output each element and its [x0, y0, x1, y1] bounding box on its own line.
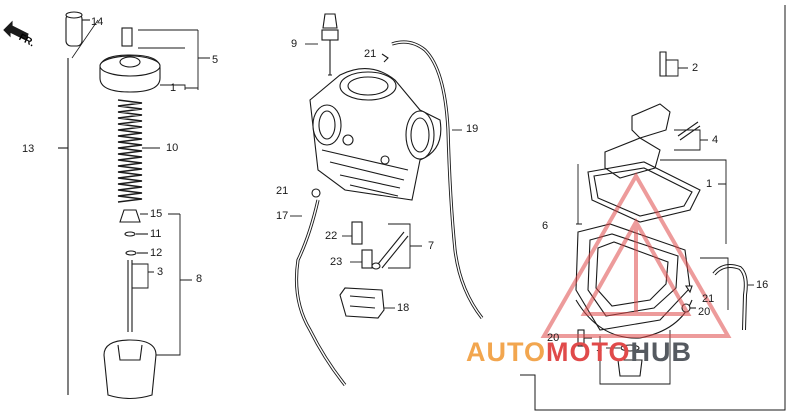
watermark-part3: HUB — [630, 337, 693, 367]
callout-16: 16 — [756, 279, 769, 291]
callout-20-bottom: 20 — [547, 332, 560, 344]
callout-14: 14 — [91, 16, 104, 28]
callout-13: 13 — [22, 143, 35, 155]
callout-19: 19 — [466, 123, 479, 135]
watermark-text: AUTOMOTOHUB — [466, 337, 692, 368]
callout-10: 10 — [166, 142, 179, 154]
callout-21-upper: 21 — [364, 48, 377, 60]
callout-21-lower: 21 — [276, 185, 289, 197]
front-arrow-icon — [3, 20, 29, 41]
callout-12: 12 — [150, 247, 163, 259]
callout-7: 7 — [428, 240, 435, 252]
watermark-part1: AUTO — [466, 337, 547, 367]
callout-5: 5 — [212, 54, 219, 66]
callout-6: 6 — [542, 220, 549, 232]
callout-3: 3 — [157, 266, 164, 278]
callout-15: 15 — [150, 208, 163, 220]
callout-11: 11 — [150, 228, 162, 240]
callout-18: 18 — [397, 302, 410, 314]
callout-20-right: 20 — [698, 306, 711, 318]
callout-4: 4 — [712, 134, 719, 146]
callout-22: 22 — [325, 230, 338, 242]
callout-8: 8 — [196, 273, 203, 285]
callout-17: 17 — [276, 210, 289, 222]
callout-1-cap: 1 — [170, 82, 177, 94]
callout-9: 9 — [291, 38, 298, 50]
callout-2: 2 — [692, 62, 699, 74]
callout-1-oring: 1 — [596, 342, 603, 354]
watermark-part2: MOTO — [546, 337, 631, 367]
watermark-logo — [540, 171, 732, 338]
callout-23: 23 — [330, 256, 343, 268]
callout-21-right: 21 — [702, 293, 715, 305]
callout-1-gasket: 1 — [706, 178, 713, 190]
